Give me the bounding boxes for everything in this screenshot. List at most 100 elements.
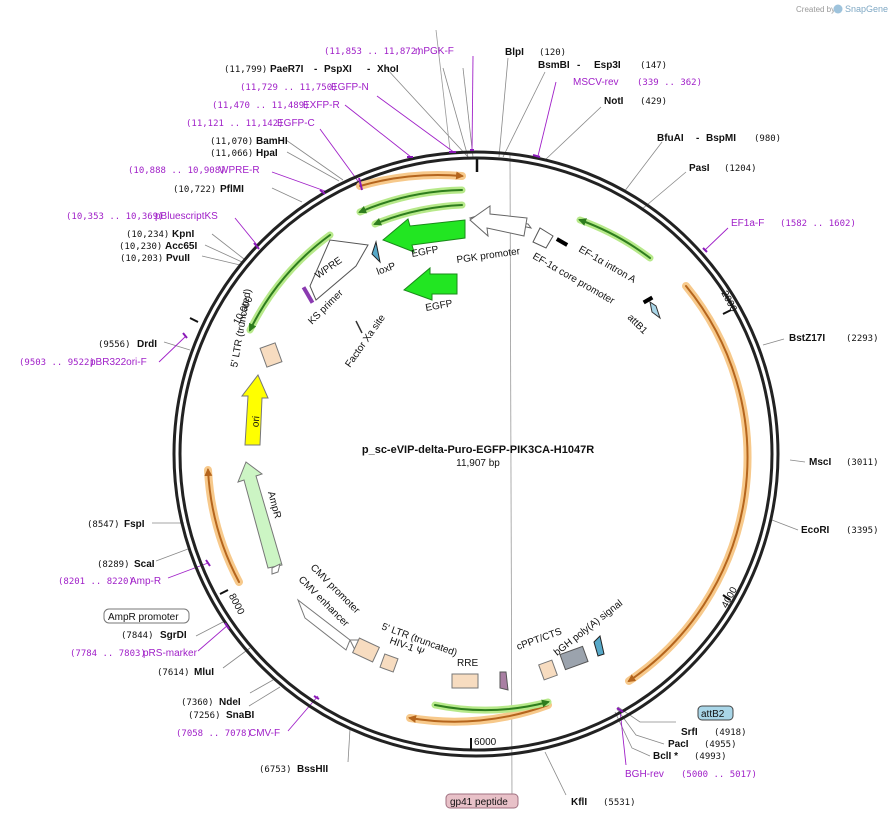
green-arc-1: [358, 189, 463, 214]
green-arc-3: [578, 218, 651, 259]
enzyme-ndei-pos: (7360): [181, 698, 214, 708]
primer-cmv-f: CMV-F: [249, 728, 280, 739]
enzyme-msci: MscI: [809, 457, 831, 468]
orange-arc-bottom: [408, 704, 549, 723]
snapgene-icon: [833, 4, 843, 14]
enzyme-blpi: BlpI: [505, 47, 524, 58]
enzyme-drdi-pos: (9556): [98, 340, 131, 350]
enzyme-mlui-pos: (7614): [157, 668, 190, 678]
enzyme-bstz17i: BstZ17I: [789, 333, 825, 344]
feature-shapes: [237, 205, 661, 691]
primer-egfp-n: EGFP-N: [331, 82, 369, 93]
enzyme-esp3i: Esp3I: [594, 60, 621, 71]
green-arcs: [246, 186, 654, 714]
ltr-right-box: [351, 637, 381, 663]
attb1-black-mark: [642, 295, 654, 305]
feature-bgh-polya: bGH poly(A) signal: [552, 598, 625, 658]
gp41-shape: [499, 671, 509, 691]
plasmid-length: 11,907 bp: [456, 458, 500, 469]
enzyme-hpai-pos: (11,066): [210, 149, 253, 159]
enzyme-bamhi-pos: (11,070): [210, 137, 253, 147]
tick-label-6000: 6000: [474, 737, 497, 748]
enzyme-bcli-pos: (4993): [694, 752, 727, 762]
enzyme-ndei: NdeI: [219, 697, 241, 708]
primer-mpgk-f-range: (11,853 .. 11,872): [324, 47, 422, 57]
primer-labels: (11,853 .. 11,872) mPGK-F (11,729 .. 11,…: [19, 46, 856, 780]
gp41-label: gp41 peptide: [450, 797, 508, 808]
primer-pbr322ori-f-range: (9503 .. 9522): [19, 358, 95, 368]
enzyme-ecori-pos: (3395): [846, 526, 879, 536]
enzyme-bstz17i-pos: (2293): [846, 334, 879, 344]
enzyme-sgrdi-pos: (7844): [121, 631, 154, 641]
brand-name: SnapGene: [845, 4, 888, 14]
enzyme-srfi: SrfI: [681, 727, 698, 738]
feature-factor-xa: Factor Xa site: [343, 313, 388, 370]
backbone: [172, 150, 780, 758]
orange-arc-right: [627, 285, 749, 683]
enzyme-ecori: EcoRI: [801, 525, 830, 536]
enzyme-xhoi: XhoI: [377, 64, 399, 75]
primer-bgh-rev: BGH-rev: [625, 769, 664, 780]
feature-ori: ori: [250, 416, 262, 428]
enzyme-esp3i-pos: (147): [640, 61, 667, 71]
enzyme-snabi-pos: (7256): [188, 711, 221, 721]
ltr-left-box: [259, 342, 283, 368]
primer-leader-lines: [158, 55, 729, 766]
brand-created-by: Created by: [796, 5, 835, 14]
factor-xa-mark: [355, 320, 363, 334]
enzyme-paci-pos: (4955): [704, 740, 737, 750]
primer-egfp-c: EGFP-C: [277, 118, 315, 129]
cppt-cts-box: [538, 659, 558, 681]
enzyme-acc65i-pos: (10,230): [119, 242, 162, 252]
primer-egfp-c-range: (11,121 .. 11,142): [186, 119, 284, 129]
enzyme-bamhi: BamHI: [256, 136, 288, 147]
egfp-arrow-2: [403, 266, 458, 301]
attb2-shape: [593, 635, 605, 657]
enzyme-sgrdi: SgrDI: [160, 630, 187, 641]
primer-prs-marker-range: (7784 .. 7803): [70, 649, 146, 659]
gp41-label-box: [445, 793, 519, 809]
ori-arrow: [240, 374, 269, 446]
enzyme-bcli: BclI *: [653, 751, 678, 762]
enzyme-pflmi: PflMI: [220, 184, 244, 195]
feature-egfp-2: EGFP: [425, 298, 454, 314]
enzyme-kfli: KflI: [571, 797, 587, 808]
enzyme-snabi: SnaBI: [226, 710, 255, 721]
enzyme-pflmi-pos: (10,722): [173, 185, 216, 195]
enzyme-bspmi-pos: (980): [754, 134, 781, 144]
rre-box: [451, 673, 479, 689]
tick-label-8000: 8000: [226, 592, 246, 617]
enzyme-labels: BlpI (120) BsmBI - Esp3I (147) NotI (429…: [87, 47, 879, 808]
primer-bgh-rev-range: (5000 .. 5017): [681, 770, 757, 780]
primer-ef1a-f-range: (1582 .. 1602): [780, 219, 856, 229]
hiv1-psi-box: [379, 653, 399, 673]
leader-lines: [152, 29, 806, 803]
ampr-promoter-label: AmpR promoter: [108, 612, 179, 623]
egfp-arrow-1: [382, 218, 466, 253]
enzyme-kpni-pos: (10,234): [126, 230, 169, 240]
primer-amp-r-range: (8201 .. 8220): [58, 577, 134, 587]
orange-arc-left: [204, 468, 240, 583]
primer-egfp-n-range: (11,729 .. 11,750): [240, 83, 338, 93]
enzyme-pasi-pos: (1204): [724, 164, 757, 174]
ampr-promoter-shape: [271, 563, 281, 575]
attb2-label-box: [697, 705, 734, 721]
feature-ks-primer: KS primer: [306, 287, 346, 327]
bgh-polya-box: [559, 645, 589, 671]
primer-wpre-r-range: (10,888 .. 10,908): [128, 166, 226, 176]
primer-cmv-f-range: (7058 .. 7078): [176, 729, 252, 739]
feature-labels: PGK promoter EF-1α intron A EF-1α core p…: [229, 244, 649, 669]
green-arc-5: [434, 699, 550, 712]
enzyme-pspxi: PspXI: [324, 64, 352, 75]
enzyme-scai: ScaI: [134, 559, 155, 570]
primer-pbluescriptks: pBluescriptKS: [155, 211, 218, 222]
primer-wpre-r: WPRE-R: [219, 165, 260, 176]
primer-pbr322ori-f: pBR322ori-F: [90, 357, 147, 368]
primer-ef1a-f: EF1a-F: [731, 218, 764, 229]
boxed-labels: AmpR promoter attB2 gp41 peptide: [103, 608, 734, 809]
enzyme-acc65i: Acc65I: [165, 241, 197, 252]
enzyme-dash-2: -: [696, 133, 699, 144]
primer-marks: [182, 149, 708, 713]
enzyme-dash-4: -: [367, 64, 370, 75]
